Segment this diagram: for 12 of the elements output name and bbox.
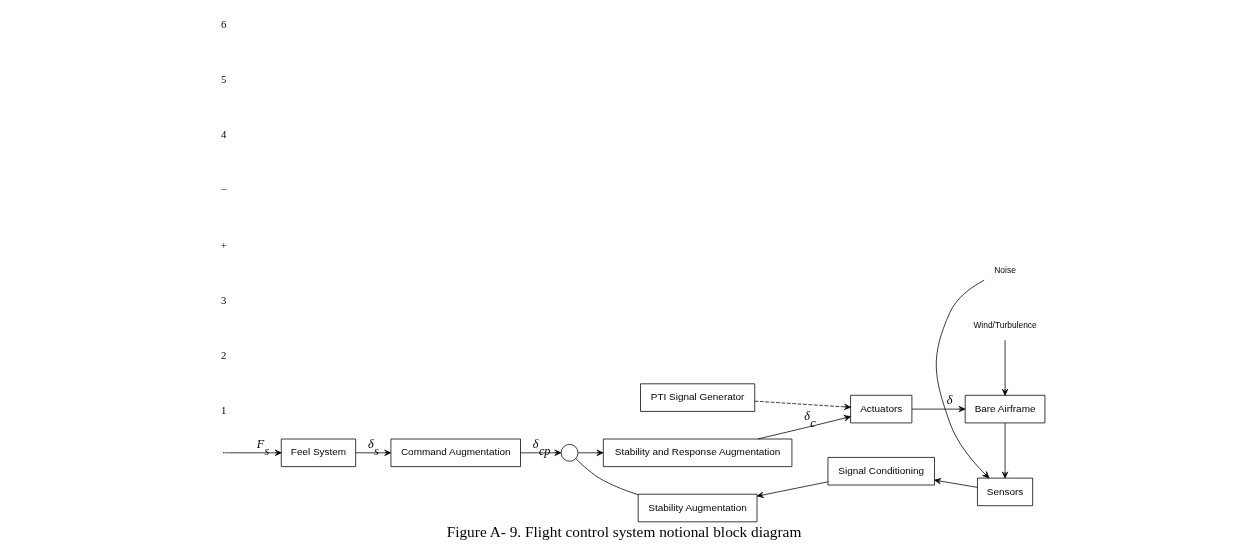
- label: 4: [220, 128, 226, 141]
- edge-label: δ: [946, 393, 952, 408]
- label: 6: [220, 17, 226, 30]
- label: 2: [220, 349, 226, 362]
- label: +: [220, 238, 227, 251]
- node-text: Wind/Turbulence: [972, 320, 1037, 331]
- node-text: Noise: [993, 265, 1016, 276]
- label: 3: [220, 293, 226, 306]
- label: 1: [220, 404, 226, 417]
- label: −: [220, 183, 227, 196]
- caption: Figure A- 9. Flight control system notional block diagram: [446, 523, 801, 541]
- label: 5: [220, 73, 226, 86]
